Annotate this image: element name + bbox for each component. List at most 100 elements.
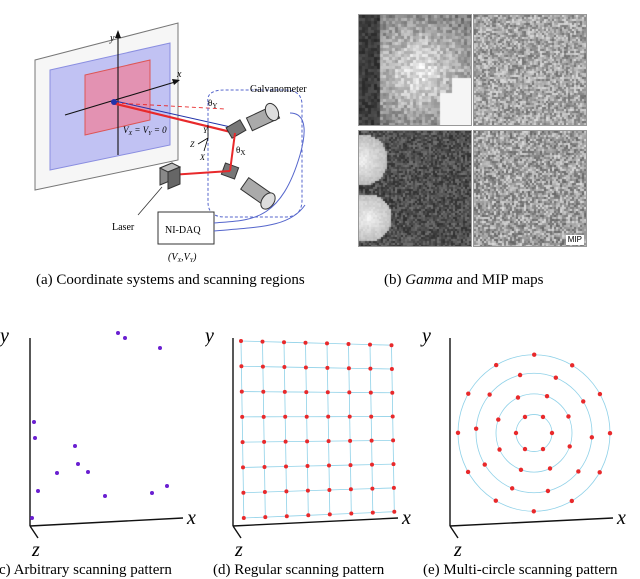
c-point-4: [33, 436, 37, 440]
d-point-2-2: [283, 390, 287, 394]
e-point-21: [554, 375, 558, 379]
d-point-5-2: [347, 390, 351, 394]
e-point-16: [510, 486, 514, 490]
c-x-axis: [30, 518, 183, 526]
d-point-5-6: [349, 487, 353, 491]
c-points-group: [30, 331, 169, 520]
mip-tag: MIP: [566, 235, 584, 245]
e-point-27: [466, 470, 470, 474]
c-point-11: [150, 491, 154, 495]
d-point-3-1: [304, 365, 308, 369]
d-point-3-3: [305, 415, 309, 419]
e-point-6: [567, 444, 571, 448]
mip-map-top: [473, 14, 587, 126]
d-point-7-0: [390, 343, 394, 347]
mip-map-top-image: [474, 15, 586, 125]
d-point-6-2: [369, 391, 373, 395]
d-point-7-4: [391, 438, 395, 442]
e-point-35: [598, 470, 602, 474]
d-y-label: y: [205, 325, 214, 347]
e-point-5: [541, 415, 545, 419]
d-point-4-0: [325, 341, 329, 345]
d-point-0-2: [240, 390, 244, 394]
d-point-1-7: [263, 515, 267, 519]
d-z-axis: [233, 526, 241, 538]
d-point-7-3: [391, 415, 395, 419]
d-point-1-6: [263, 490, 267, 494]
laser-pointer-line: [138, 187, 162, 215]
panel-e-plot: y x z: [420, 318, 640, 558]
d-point-3-6: [306, 489, 310, 493]
d-point-1-3: [262, 415, 266, 419]
d-point-2-7: [285, 514, 289, 518]
gamma-map-top-image: [359, 15, 471, 125]
e-point-20: [518, 373, 522, 377]
e-point-0: [550, 431, 554, 435]
c-point-2: [158, 346, 162, 350]
e-z-label: z: [453, 539, 462, 558]
d-point-6-1: [368, 367, 372, 371]
e-point-28: [456, 431, 460, 435]
d-point-4-1: [325, 366, 329, 370]
e-circle-0: [516, 414, 552, 451]
d-point-7-6: [392, 486, 396, 490]
e-point-3: [514, 431, 518, 435]
c-z-label: z: [31, 539, 40, 558]
e-y-label: y: [420, 325, 431, 347]
e-point-9: [497, 447, 501, 451]
d-point-0-7: [242, 516, 246, 520]
d-point-2-4: [284, 440, 288, 444]
mip-map-bottom-image: [474, 131, 586, 246]
d-point-6-3: [369, 415, 373, 419]
e-point-25: [532, 509, 536, 513]
e-point-7: [548, 466, 552, 470]
panel-d-plot: y x z: [205, 318, 420, 558]
d-point-4-4: [327, 439, 331, 443]
e-point-4: [523, 415, 527, 419]
laser-label: Laser: [112, 222, 135, 233]
e-circle-3: [458, 355, 610, 512]
e-point-30: [494, 363, 498, 367]
d-x-axis: [233, 518, 398, 526]
d-point-3-2: [304, 390, 308, 394]
d-point-2-6: [284, 489, 288, 493]
e-point-23: [590, 435, 594, 439]
d-point-6-0: [368, 343, 372, 347]
c-point-13: [30, 516, 34, 520]
d-point-2-5: [284, 464, 288, 468]
d-point-2-3: [283, 415, 287, 419]
d-point-1-1: [261, 365, 265, 369]
d-z-label: z: [234, 539, 243, 558]
d-point-7-1: [390, 367, 394, 371]
e-point-29: [466, 391, 470, 395]
gamma-map-bottom-image: [359, 131, 471, 246]
d-point-6-7: [371, 511, 375, 515]
d-point-3-4: [305, 439, 309, 443]
e-point-8: [519, 468, 523, 472]
e-point-10: [496, 417, 500, 421]
galvo-frame-z-label: Z: [190, 140, 195, 149]
c-point-3: [32, 420, 36, 424]
e-x-label: x: [616, 507, 626, 529]
zero-point-marker: [111, 99, 117, 105]
d-point-3-0: [304, 341, 308, 345]
e-circle-2: [476, 373, 592, 492]
d-point-5-0: [347, 342, 351, 346]
d-point-2-1: [282, 365, 286, 369]
d-point-4-5: [327, 464, 331, 468]
d-point-0-6: [241, 491, 245, 495]
e-point-12: [545, 394, 549, 398]
plane-y-label: y: [109, 33, 115, 44]
d-point-4-3: [326, 415, 330, 419]
e-point-32: [570, 363, 574, 367]
d-point-4-7: [328, 512, 332, 516]
c-point-1: [123, 336, 127, 340]
nidaq-label: NI-DAQ: [165, 225, 201, 236]
e-point-17: [483, 462, 487, 466]
e-point-24: [570, 499, 574, 503]
plane-x-label: x: [176, 69, 182, 80]
d-point-1-5: [263, 465, 267, 469]
e-point-2: [523, 447, 527, 451]
d-point-6-6: [370, 487, 374, 491]
e-point-13: [566, 414, 570, 418]
